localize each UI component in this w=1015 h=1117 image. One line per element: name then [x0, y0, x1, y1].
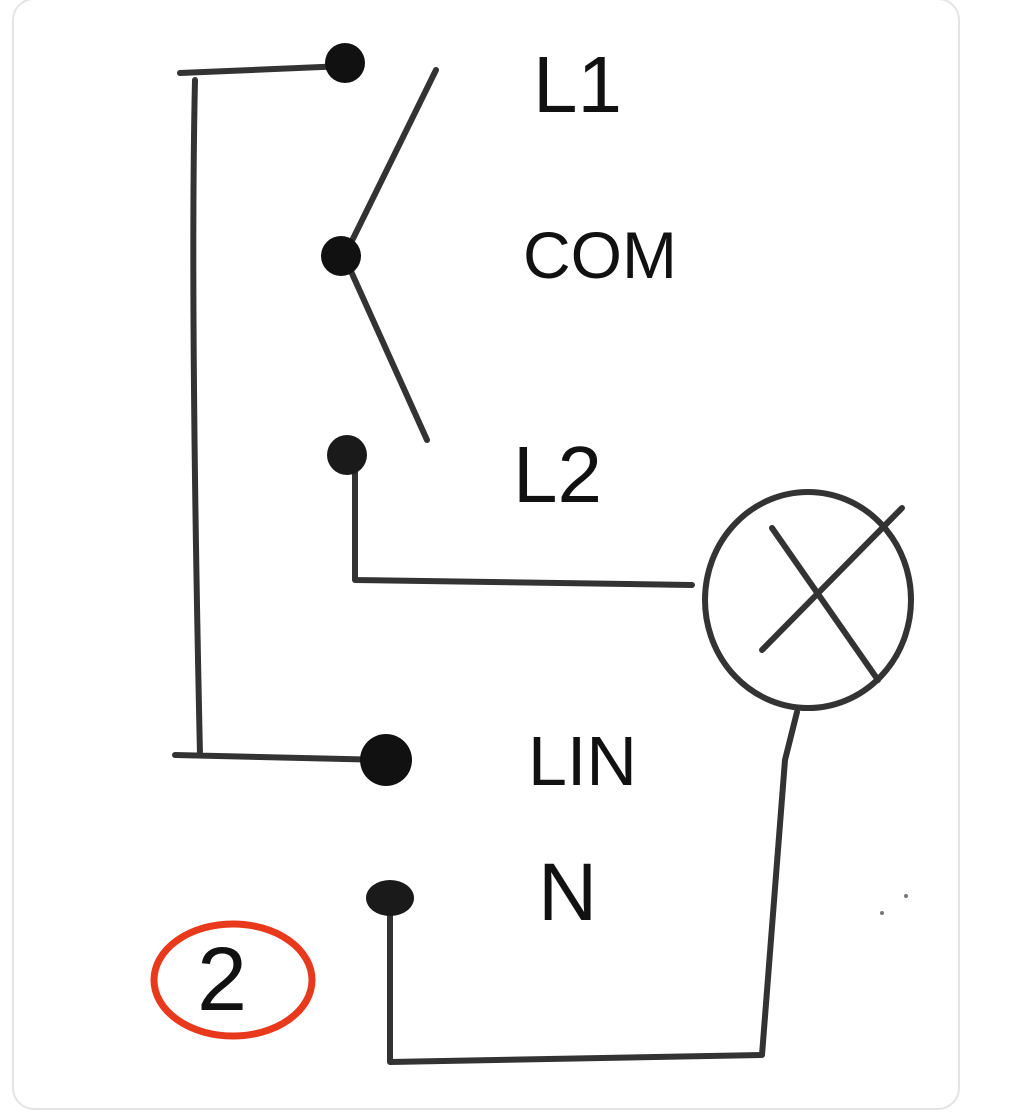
stray-dot	[904, 894, 908, 898]
figure-number: 2	[197, 930, 248, 1030]
switch-blade-lower	[342, 255, 430, 443]
diagram-card	[12, 0, 960, 1110]
label-l1: L1	[533, 40, 622, 129]
wire-l2-to-lamp	[352, 467, 695, 588]
terminal-com	[321, 236, 361, 276]
wire-lamp-to-neutral	[387, 709, 800, 1065]
label-com: COM	[523, 218, 677, 292]
terminal-l1	[325, 43, 365, 83]
label-lin: LIN	[528, 722, 637, 800]
label-l2: L2	[513, 430, 602, 519]
terminal-l2	[327, 435, 367, 475]
wire-l1-to-lin	[172, 63, 388, 763]
lamp-cross	[759, 505, 905, 683]
switch-blade-upper	[342, 67, 439, 258]
figure-number-circle	[150, 920, 316, 1040]
label-n: N	[538, 847, 598, 938]
lamp-symbol	[702, 489, 914, 711]
terminal-n	[366, 880, 414, 916]
stray-dot	[880, 911, 884, 915]
terminal-lin	[360, 734, 412, 786]
